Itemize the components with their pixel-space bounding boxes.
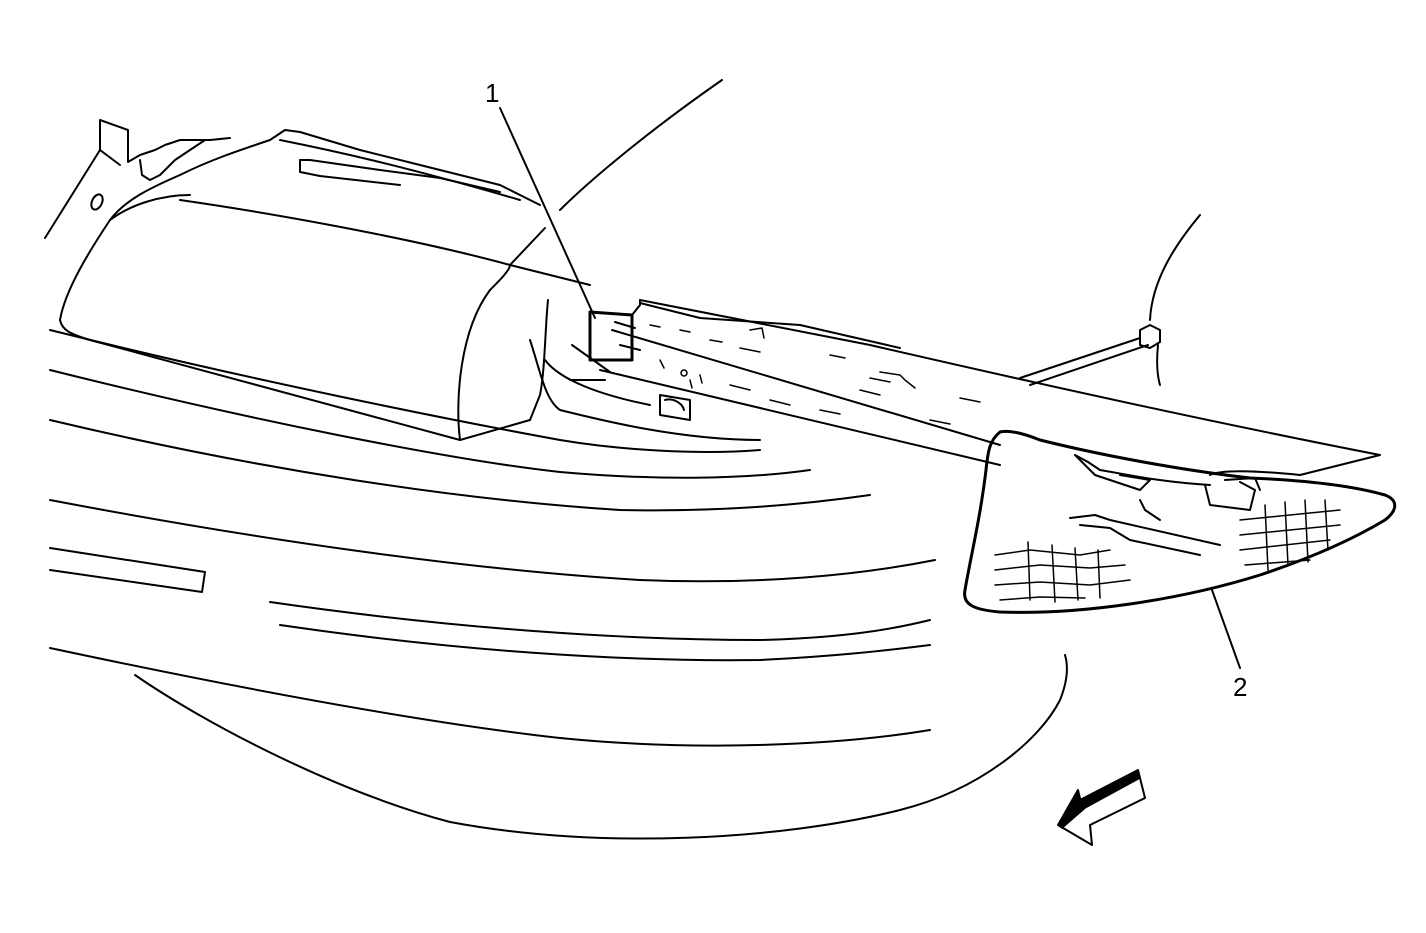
turn-signal-lamp	[963, 429, 1397, 614]
support-rail	[599, 299, 1381, 476]
leader-line-1	[499, 107, 596, 319]
retainer-bracket	[569, 299, 691, 421]
forward-direction-arrow-icon	[1057, 769, 1146, 846]
hood-edge	[559, 79, 1201, 386]
leader-lines	[499, 107, 1241, 669]
callout-1: 1	[485, 78, 499, 108]
leader-line-2	[1211, 589, 1241, 669]
callout-2: 2	[1233, 672, 1247, 702]
headlamp-assembly	[59, 129, 591, 441]
fender-bracket	[44, 119, 231, 239]
bumper-fascia	[49, 329, 1068, 840]
